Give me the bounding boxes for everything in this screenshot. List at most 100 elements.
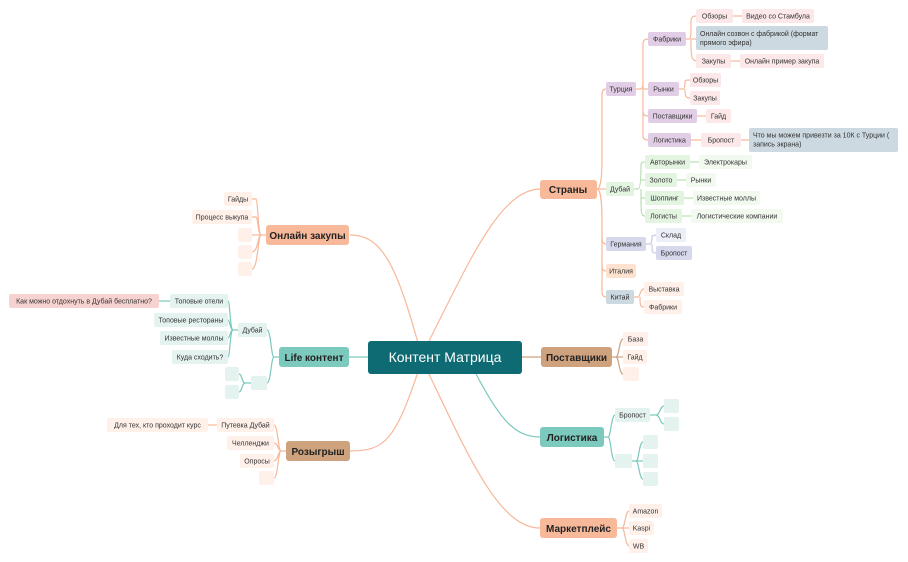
empty-node[interactable] [643, 435, 658, 449]
leaf-wb-label: WB [633, 544, 645, 551]
branch-rozygrysh[interactable]: Розыгрыш [286, 441, 350, 461]
branch-postavshiki[interactable]: Поставщики [541, 347, 612, 367]
connectors [159, 15, 749, 547]
node-dubai[interactable]: Дубай [606, 182, 634, 196]
empty-node[interactable] [251, 376, 267, 390]
leaf-amazon[interactable]: Amazon [629, 504, 662, 518]
leaf-postavshiki-gaid[interactable]: Гайд [623, 350, 647, 364]
leaf-fabriki-obzory[interactable]: Обзоры [696, 9, 733, 23]
node-turkey-rynki-label: Рынки [653, 87, 674, 94]
center-label: Контент Матрица [389, 349, 502, 365]
branch-online-zakupy-label: Онлайн закупы [269, 231, 345, 242]
connector-center-rozygrysh [349, 371, 419, 452]
leaf-dubai-malls-label: Известные моллы [697, 196, 756, 203]
leaf-life-malls[interactable]: Известные моллы [160, 331, 228, 345]
node-turkey-logistika[interactable]: Логистика [648, 133, 691, 147]
leaf-postavshiki-baza[interactable]: База [623, 332, 648, 346]
leaf-dubai-electrocars-label: Электрокары [704, 160, 747, 167]
leaf-dubai-zoloto[interactable]: Золото [645, 173, 677, 187]
empty-node[interactable] [623, 367, 639, 381]
empty-node[interactable] [225, 385, 239, 399]
leaf-dubai-electrocars[interactable]: Электрокары [699, 155, 752, 169]
leaf-challenges[interactable]: Челленджи [227, 436, 274, 450]
leaf-turkey-bropost[interactable]: Бропост [701, 133, 741, 147]
leaf-germany-sklad-label: Склад [661, 233, 681, 240]
leaf-for-those-label: Для тех, кто проходит курс [114, 423, 201, 430]
node-life-dubai[interactable]: Дубай [238, 323, 267, 337]
leaf-video-istanbul-label: Видео со Стамбула [746, 13, 810, 21]
leaf-oprosy[interactable]: Опросы [240, 454, 274, 468]
leaf-dubai-rynki[interactable]: Рынки [686, 173, 716, 187]
leaf-wb[interactable]: WB [629, 539, 648, 553]
branch-marketplace[interactable]: Маркетплейс [540, 518, 617, 538]
node-germany[interactable]: Германия [606, 237, 646, 251]
leaf-dubai-shopping[interactable]: Шоппинг [645, 191, 684, 205]
leaf-china-vystavka-label: Выставка [648, 287, 679, 294]
connector-center-marketplace [427, 371, 541, 529]
empty-node[interactable] [259, 471, 274, 485]
node-turkey-postavshiki-label: Поставщики [653, 114, 693, 121]
leaf-rynki-zakupy[interactable]: Закупы [690, 91, 720, 105]
leaf-what-we-bring[interactable]: Что мы можем привезти за 10К с Турции ( … [749, 128, 898, 152]
leaf-dubai-shopping-label: Шоппинг [650, 196, 679, 203]
leaf-online-process[interactable]: Процесс выкупа [192, 210, 252, 224]
leaf-turkey-gaid-label: Гайд [711, 113, 726, 121]
leaf-life-restaurants[interactable]: Топовые рестораны [154, 313, 228, 327]
leaf-online-call[interactable]: Онлайн созвон с фабрикой (формат прямого… [696, 26, 828, 50]
center-node[interactable]: Контент Матрица [368, 341, 522, 374]
empty-node[interactable] [664, 399, 679, 413]
leaf-online-primer[interactable]: Онлайн пример закупа [740, 54, 824, 68]
leaf-life-hotels[interactable]: Топовые отели [170, 294, 228, 308]
leaf-life-malls-label: Известные моллы [165, 336, 224, 343]
leaf-turkey-bropost-label: Бропост [708, 138, 736, 145]
node-turkey[interactable]: Турция [606, 82, 636, 96]
leaf-germany-bropost[interactable]: Бропост [656, 246, 692, 260]
branch-logistika-label: Логистика [547, 433, 598, 444]
empty-node[interactable] [615, 454, 632, 468]
node-turkey-postavshiki[interactable]: Поставщики [648, 109, 697, 123]
leaf-logistika-bropost[interactable]: Бропост [615, 408, 650, 422]
leaf-for-those[interactable]: Для тех, кто проходит курс [107, 418, 208, 432]
leaf-china-vystavka[interactable]: Выставка [644, 282, 684, 296]
leaf-online-call-line2: прямого эфира) [700, 40, 752, 47]
leaf-dubai-autorynki-label: Авторынки [650, 160, 685, 167]
leaf-fabriki-obzory-label: Обзоры [702, 13, 727, 21]
branch-logistika[interactable]: Логистика [540, 427, 604, 447]
node-italy[interactable]: Италия [606, 264, 636, 278]
node-china[interactable]: Китай [606, 290, 634, 304]
leaf-dubai-logisty[interactable]: Логисты [645, 209, 682, 223]
leaf-video-istanbul[interactable]: Видео со Стамбула [742, 9, 814, 23]
leaf-logistika-bropost-label: Бропост [619, 413, 647, 420]
empty-node[interactable] [238, 228, 252, 242]
leaf-challenges-label: Челленджи [232, 441, 269, 448]
branch-rozygrysh-label: Розыгрыш [291, 447, 344, 458]
empty-node[interactable] [643, 472, 658, 486]
leaf-china-fabriki[interactable]: Фабрики [644, 300, 682, 314]
branch-life[interactable]: Life контент [279, 347, 349, 367]
empty-node[interactable] [238, 245, 252, 259]
node-turkey-fabriki[interactable]: Фабрики [648, 32, 686, 46]
leaf-life-where[interactable]: Куда сходить? [172, 350, 228, 364]
empty-node[interactable] [238, 262, 252, 276]
leaf-putevka-label: Путевка Дубай [221, 422, 270, 430]
leaf-fabriki-zakupy[interactable]: Закупы [696, 54, 731, 68]
node-turkey-rynki[interactable]: Рынки [648, 82, 679, 96]
leaf-kaspi-label: Kaspi [633, 526, 651, 533]
leaf-kaspi[interactable]: Kaspi [629, 521, 654, 535]
leaf-online-gaidy[interactable]: Гайды [224, 192, 252, 206]
leaf-dubai-malls[interactable]: Известные моллы [693, 191, 760, 205]
branch-strany[interactable]: Страны [540, 180, 597, 199]
leaf-dubai-autorynki[interactable]: Авторынки [645, 155, 690, 169]
branch-online-zakupy[interactable]: Онлайн закупы [266, 225, 349, 245]
empty-node[interactable] [664, 417, 679, 431]
leaf-turkey-gaid[interactable]: Гайд [706, 109, 731, 123]
leaf-putevka[interactable]: Путевка Дубай [217, 418, 274, 432]
leaf-dubai-log-companies[interactable]: Логистические компании [691, 209, 783, 223]
connector-center-online [349, 234, 419, 344]
leaf-life-hotels-question[interactable]: Как можно отдохнуть в Дубай бесплатно? [9, 294, 159, 308]
empty-node[interactable] [643, 454, 658, 468]
leaf-germany-sklad[interactable]: Склад [656, 228, 686, 242]
empty-node[interactable] [225, 367, 239, 381]
leaf-rynki-obzory[interactable]: Обзоры [690, 73, 721, 87]
